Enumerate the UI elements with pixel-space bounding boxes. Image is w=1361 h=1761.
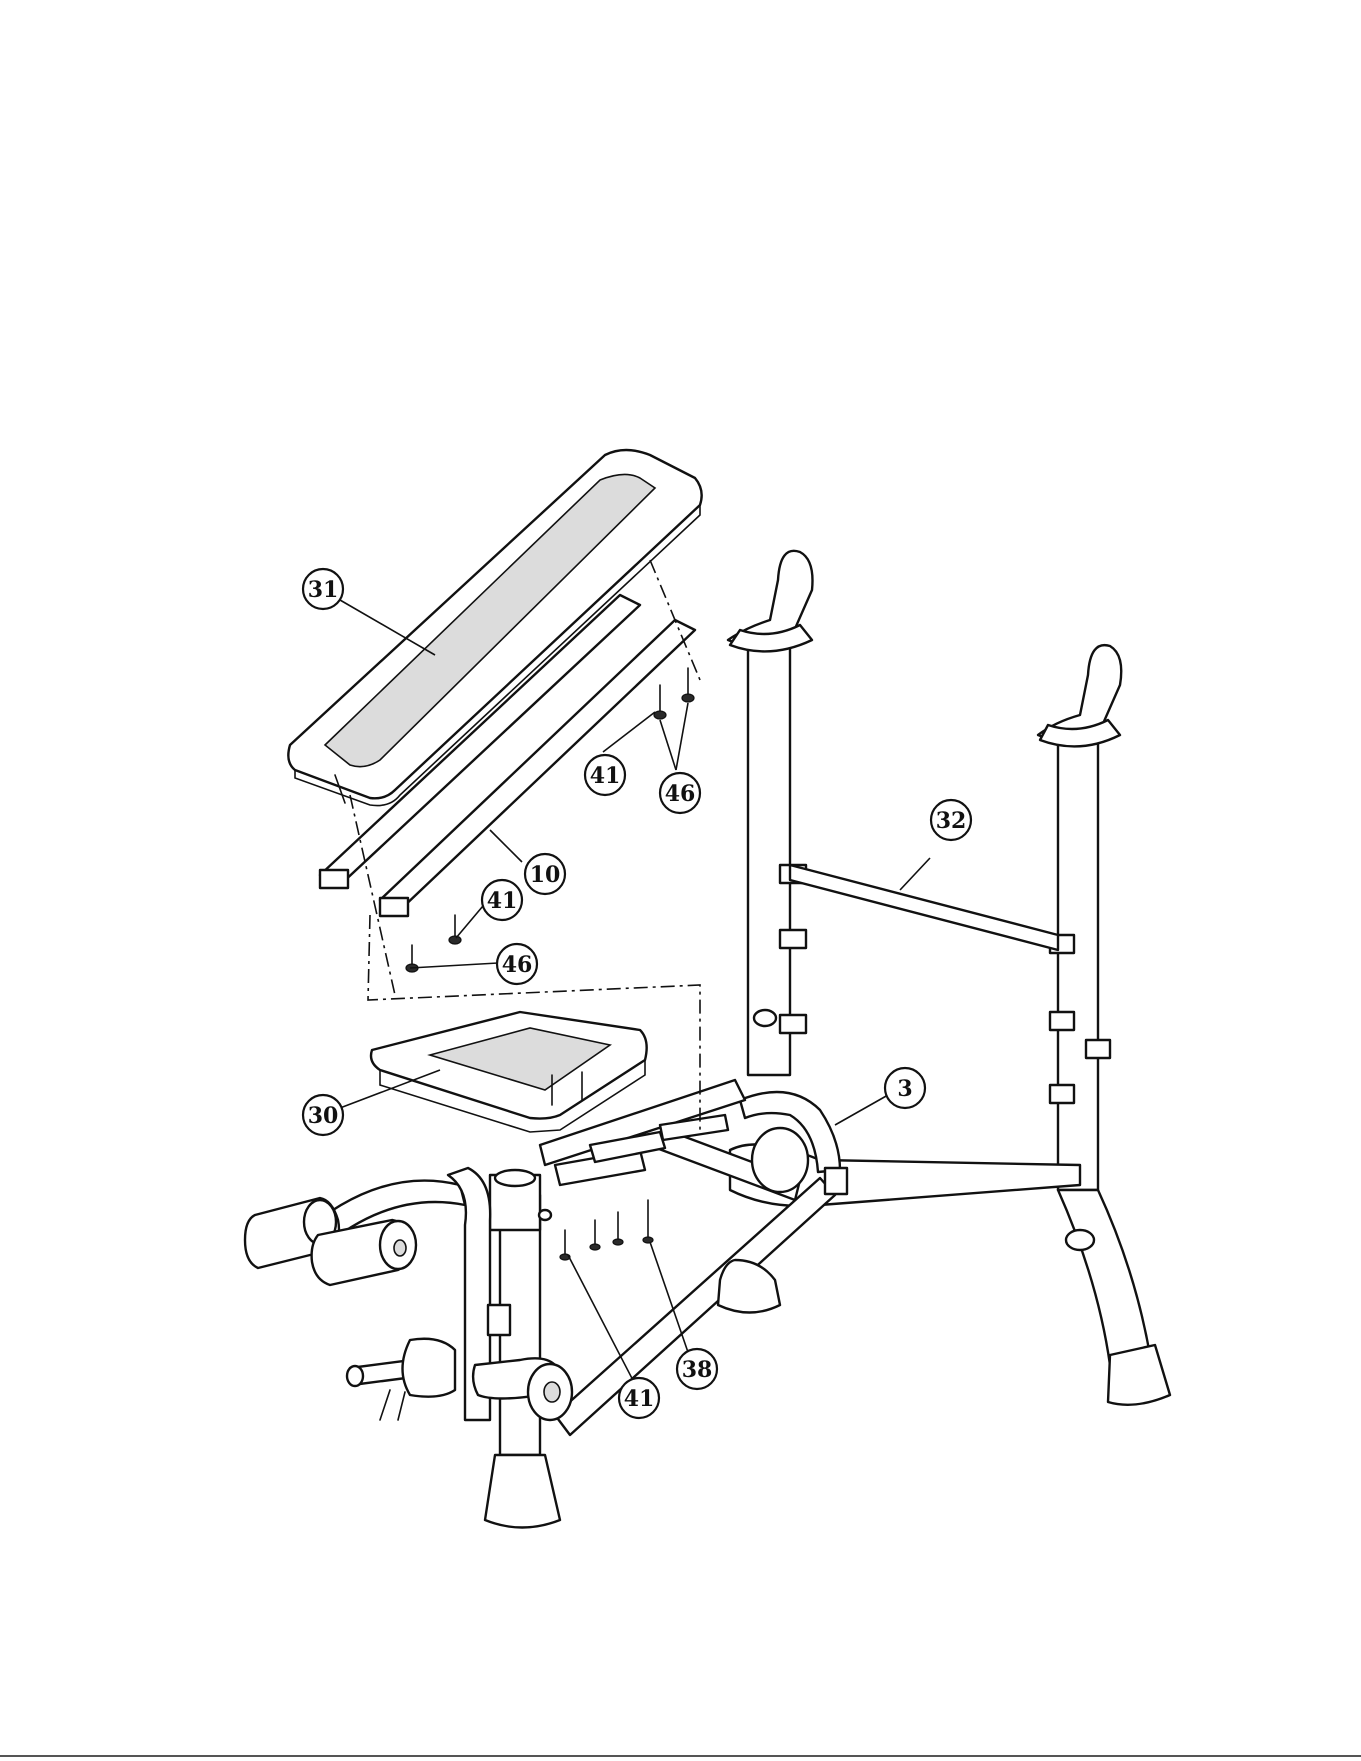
callout-46-middle: 46 xyxy=(497,944,537,984)
callout-10: 10 xyxy=(525,854,565,894)
callout-41-lower-label: 41 xyxy=(624,1386,655,1412)
callout-3-label: 3 xyxy=(897,1076,912,1102)
callout-31-label: 31 xyxy=(308,577,339,603)
seat-pad-30 xyxy=(371,1012,647,1132)
callout-41-middle-label: 41 xyxy=(487,888,518,914)
left-upright xyxy=(728,551,813,1075)
callout-10-label: 10 xyxy=(530,862,561,888)
callout-32: 32 xyxy=(931,800,971,840)
callout-3: 3 xyxy=(885,1068,925,1108)
callout-46-upper: 46 xyxy=(660,773,700,813)
callout-46-upper-label: 46 xyxy=(665,781,696,807)
page-bottom-rule xyxy=(0,1755,1361,1757)
callout-32-label: 32 xyxy=(936,808,967,834)
callout-30-label: 30 xyxy=(308,1103,339,1129)
crossbar-32 xyxy=(790,865,1058,950)
callout-46-middle-label: 46 xyxy=(502,952,533,978)
callout-38-label: 38 xyxy=(682,1357,713,1383)
right-upright xyxy=(1038,645,1170,1405)
callout-31: 31 xyxy=(303,569,343,609)
back-pad-31 xyxy=(288,450,701,806)
callout-41-lower: 41 xyxy=(619,1378,659,1418)
callout-41-middle: 41 xyxy=(482,880,522,920)
callout-30: 30 xyxy=(303,1095,343,1135)
callout-41-upper-label: 41 xyxy=(590,763,621,789)
callout-38: 38 xyxy=(677,1349,717,1389)
callout-41-upper: 41 xyxy=(585,755,625,795)
main-frame-3 xyxy=(540,1080,1080,1435)
front-leg-assembly xyxy=(245,1168,572,1528)
seat-bolts xyxy=(560,1200,653,1260)
